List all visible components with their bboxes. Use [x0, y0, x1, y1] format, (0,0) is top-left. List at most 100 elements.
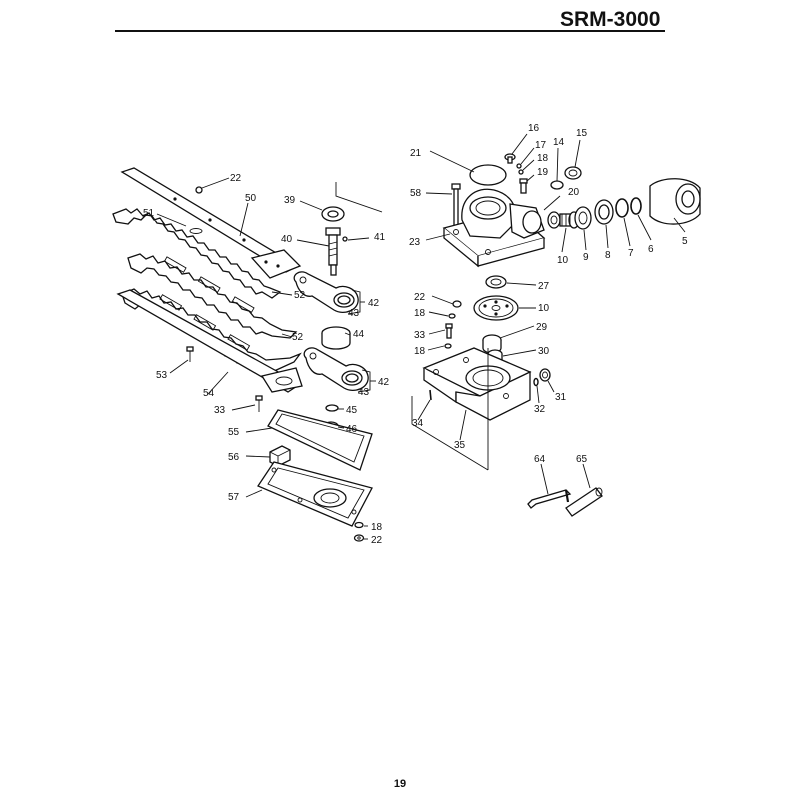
- callout-46: 46: [346, 424, 358, 435]
- callout-45: 45: [346, 405, 358, 416]
- callout-15: 15: [576, 128, 588, 139]
- part-ring-6: [630, 197, 642, 215]
- callout-50: 50: [245, 193, 257, 204]
- callout-10-top: 10: [557, 255, 569, 266]
- callout-52-lower: 52: [292, 332, 304, 343]
- part-clutch-housing-5: [649, 178, 701, 225]
- callout-53: 53: [156, 370, 168, 381]
- callout-18-bottom: 18: [371, 522, 383, 533]
- part-blade-bar-top: [120, 167, 302, 279]
- callout-18-right: 18: [414, 308, 426, 319]
- part-nut-22-top: [195, 186, 203, 194]
- part-cutter-blade-middle: [127, 253, 298, 339]
- part-hex-wrench-64: [527, 489, 572, 509]
- part-snap-ring-7: [615, 198, 629, 218]
- part-washer-18-right: [448, 313, 456, 319]
- callout-20: 20: [568, 187, 580, 198]
- part-cap-21: [469, 164, 507, 186]
- leader-lines: [156, 133, 686, 540]
- part-pin-34: [429, 389, 432, 401]
- callout-34: 34: [412, 418, 424, 429]
- part-washer-18-lower: [444, 343, 452, 349]
- part-seal-31: [539, 368, 551, 382]
- callout-6: 6: [648, 244, 654, 255]
- part-blade-bar-bottom: [116, 289, 303, 393]
- part-bolt-33-right: [445, 323, 453, 339]
- callout-33-right: 33: [414, 330, 426, 341]
- part-pin-65: [565, 487, 603, 517]
- callout-5: 5: [682, 236, 688, 247]
- callout-27: 27: [538, 281, 550, 292]
- part-gear-10-large: [473, 295, 519, 321]
- callout-17: 17: [535, 140, 547, 151]
- part-gear-housing-23: [442, 188, 546, 268]
- callout-52-upper: 52: [294, 290, 306, 301]
- part-gasket-55: [267, 409, 373, 471]
- part-connecting-rod-lower: [303, 347, 369, 391]
- callout-18-lower: 18: [414, 346, 426, 357]
- callout-56: 56: [228, 452, 240, 463]
- callout-30: 30: [538, 346, 550, 357]
- part-washer-18-top: [518, 169, 524, 175]
- callout-43-lower: 43: [358, 387, 370, 398]
- callout-39: 39: [284, 195, 296, 206]
- callout-57: 57: [228, 492, 240, 503]
- callouts: 16 17 18 19 14 15 21 20 58 5 6 7 8 9 10 …: [143, 123, 688, 546]
- part-cover-plate-57: [257, 461, 373, 527]
- callout-22-top: 22: [230, 173, 242, 184]
- callout-33-left: 33: [214, 405, 226, 416]
- callout-14: 14: [553, 137, 565, 148]
- part-washer-18-bottom: [354, 521, 364, 529]
- gear-case-assembly: [411, 153, 701, 471]
- part-nut-27: [485, 275, 507, 289]
- callout-43-upper: 43: [348, 308, 360, 319]
- callout-31: 31: [555, 392, 567, 403]
- part-ring-14: [550, 180, 564, 190]
- callout-58: 58: [410, 188, 422, 199]
- part-crank-shaft-40: [325, 227, 348, 276]
- page-number: 19: [393, 778, 407, 790]
- part-washer-44: [321, 326, 351, 350]
- callout-21: 21: [410, 148, 422, 159]
- part-spring-17: [516, 163, 522, 169]
- part-bolt-33: [255, 395, 263, 412]
- part-nut-22-bottom: [353, 534, 365, 542]
- callout-22-bottom: 22: [371, 535, 383, 546]
- callout-10-gear: 10: [538, 303, 550, 314]
- part-bearing-20: [547, 211, 561, 229]
- part-screw-16: [504, 153, 516, 164]
- part-connecting-rod-upper: [293, 271, 359, 313]
- callout-64: 64: [534, 454, 546, 465]
- part-nut-22-right: [452, 300, 462, 308]
- callout-8: 8: [605, 250, 611, 261]
- callout-7: 7: [628, 248, 634, 259]
- callout-40: 40: [281, 234, 293, 245]
- callout-32: 32: [534, 404, 546, 415]
- callout-54: 54: [203, 388, 215, 399]
- part-bearing-15: [564, 166, 582, 180]
- callout-41: 41: [374, 232, 386, 243]
- callout-29: 29: [536, 322, 548, 333]
- model-title: SRM-3000: [560, 8, 661, 31]
- part-cutter-blade-upper: [112, 208, 282, 299]
- callout-18: 18: [537, 153, 549, 164]
- blade-assembly: [112, 167, 383, 542]
- part-gear-case-35: [422, 347, 532, 421]
- callout-51: 51: [143, 208, 155, 219]
- callout-44: 44: [353, 329, 365, 340]
- tools: [527, 487, 603, 517]
- part-bearing-39: [321, 206, 345, 222]
- callout-23: 23: [409, 237, 421, 248]
- part-bolt-58: [451, 183, 461, 230]
- callout-22-right: 22: [414, 292, 426, 303]
- part-bolt-19: [519, 178, 528, 194]
- part-washer-45: [325, 404, 339, 412]
- callout-55: 55: [228, 427, 240, 438]
- part-bearing-8: [594, 199, 614, 225]
- callout-19: 19: [537, 167, 549, 178]
- part-bolt-53: [186, 346, 194, 362]
- callout-16: 16: [528, 123, 540, 134]
- callout-35: 35: [454, 440, 466, 451]
- callout-65: 65: [576, 454, 588, 465]
